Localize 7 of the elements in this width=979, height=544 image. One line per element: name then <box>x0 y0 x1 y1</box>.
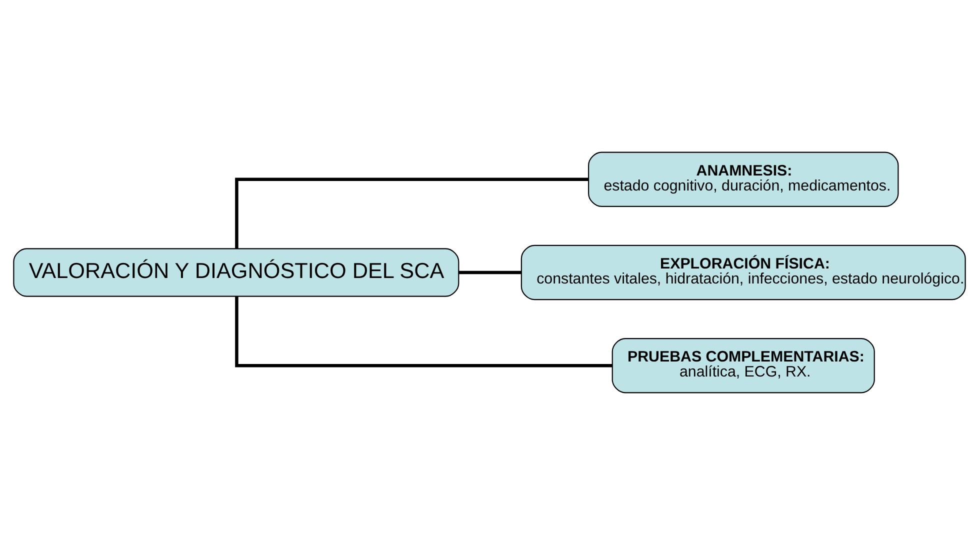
node-box: PRUEBAS COMPLEMENTARIAS: analítica, ECG, RX. <box>612 338 875 393</box>
connector <box>459 270 522 274</box>
connector <box>235 296 612 367</box>
node-box: EXPLORACIÓN FÍSICA: constantes vitales, hidratación, infecciones, estado neurológico. <box>520 244 966 300</box>
node-box: ANAMNESIS: estado cognitivo, duración, medicamentos. <box>588 151 899 206</box>
node-box: VALORACIÓN Y DIAGNÓSTICO DEL SCA <box>13 248 460 296</box>
connector <box>235 177 588 248</box>
